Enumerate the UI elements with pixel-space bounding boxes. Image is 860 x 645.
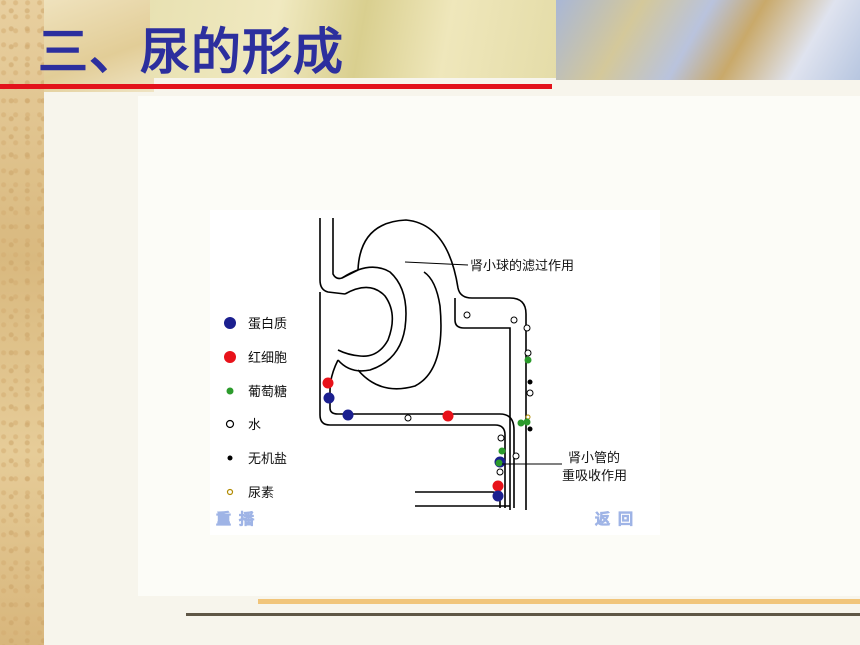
replay-button-label: 重播 <box>216 510 262 528</box>
salt-particle <box>527 426 533 432</box>
footer-dark-rule <box>186 613 860 616</box>
glucose-particle <box>523 418 531 426</box>
decorative-left-strip <box>0 0 44 645</box>
salt-particle <box>527 379 533 385</box>
legend-marker-rbc <box>224 351 236 363</box>
urine-formation-diagram: 肾小球的滤过作用 肾小管的 重吸收作用 蛋白质 红细胞 葡萄糖 水 无机盐 尿素… <box>210 210 660 535</box>
legend-marker-urea <box>226 488 234 496</box>
protein-particle <box>342 409 354 421</box>
glucose-particle <box>517 419 525 427</box>
slide-title: 三、尿的形成 <box>38 23 344 81</box>
replay-button[interactable]: 重播 <box>216 510 262 529</box>
protein-particle <box>492 490 504 502</box>
water-particle <box>523 324 531 332</box>
water-particle <box>512 452 520 460</box>
rbc-particle <box>442 410 454 422</box>
callout-line-glomerulus <box>404 261 469 266</box>
footer-gold-rule <box>258 599 860 604</box>
legend-label-rbc: 红细胞 <box>248 350 287 366</box>
decorative-banner-left <box>44 0 154 92</box>
protein-particle <box>323 392 335 404</box>
water-particle <box>463 311 471 319</box>
legend-marker-protein <box>224 317 236 329</box>
urea-particle <box>525 414 531 420</box>
legend-marker-glucose <box>226 387 234 395</box>
back-button[interactable]: 返回 <box>595 510 641 529</box>
decorative-banner-middle <box>150 0 570 78</box>
tubule-reabsorption-label-line1: 肾小管的 <box>568 450 620 466</box>
rbc-particle <box>322 377 334 389</box>
water-particle <box>497 434 505 442</box>
water-particle <box>496 468 504 476</box>
legend-label-water: 水 <box>248 418 261 433</box>
title-underline <box>0 84 552 89</box>
tubule-reabsorption-label-line2: 重吸收作用 <box>562 468 627 484</box>
legend-label-protein: 蛋白质 <box>248 316 287 332</box>
legend-label-glucose: 葡萄糖 <box>248 384 287 400</box>
water-particle <box>404 414 412 422</box>
glucose-particle <box>524 356 532 364</box>
legend: 蛋白质 红细胞 葡萄糖 水 无机盐 尿素 <box>224 316 287 501</box>
back-button-label: 返回 <box>595 510 641 528</box>
legend-marker-salt <box>227 455 233 461</box>
legend-label-salt: 无机盐 <box>248 452 287 467</box>
water-particle <box>526 389 534 397</box>
legend-marker-water <box>225 419 235 429</box>
water-particle <box>524 349 532 357</box>
nephron-outline <box>319 218 527 510</box>
decorative-banner-photo <box>556 0 860 80</box>
rbc-particle <box>492 480 504 492</box>
legend-label-urea: 尿素 <box>248 486 274 501</box>
water-particle <box>510 316 518 324</box>
glomerulus-filtration-label: 肾小球的滤过作用 <box>470 258 574 274</box>
glucose-particle <box>498 447 506 455</box>
glucose-particle <box>495 459 503 467</box>
particles <box>322 311 534 502</box>
